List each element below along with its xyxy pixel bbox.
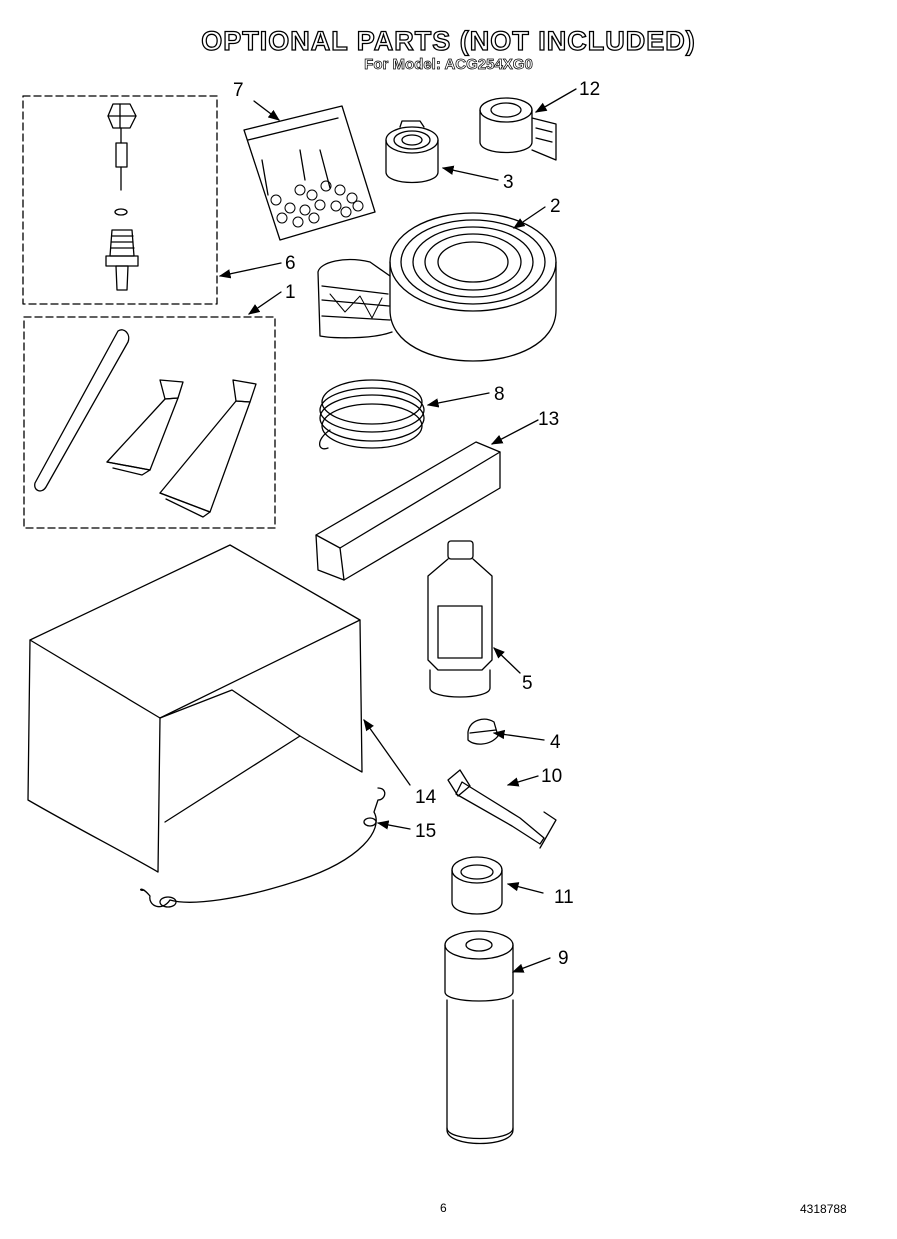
part-5-bottle <box>427 540 493 698</box>
callout-6: 6 <box>285 253 296 274</box>
callout-1: 1 <box>285 282 296 303</box>
callout-13: 13 <box>538 409 559 430</box>
model-subtitle: For Model: ACG254XG0 <box>364 56 533 74</box>
page-title: OPTIONAL PARTS (NOT INCLUDED) <box>201 25 696 56</box>
callout-15: 15 <box>415 821 436 842</box>
part-9-can <box>444 930 514 1145</box>
part-8-coil <box>318 379 425 450</box>
part-13-foam-strip <box>315 441 501 581</box>
callout-4: 4 <box>550 732 561 753</box>
part-7-hardware-bag <box>243 105 376 241</box>
callout-numbers: 1 2 3 4 5 6 7 8 9 10 11 12 13 14 15 <box>233 79 600 969</box>
callout-10: 10 <box>541 766 562 787</box>
callout-12: 12 <box>579 79 600 100</box>
part-14-cover <box>27 544 363 873</box>
callout-2: 2 <box>550 196 561 217</box>
document-code: 4318788 <box>800 1202 847 1216</box>
part-12-tape-roll <box>479 97 557 161</box>
callout-7: 7 <box>233 80 244 101</box>
part-6-valve-kit <box>22 95 218 305</box>
part-3-tape-roll-small <box>385 120 439 184</box>
page-number: 6 <box>440 1201 447 1215</box>
callout-5: 5 <box>522 673 533 694</box>
callout-14: 14 <box>415 787 437 808</box>
leader-lines <box>218 88 577 973</box>
part-10-tube <box>447 769 557 849</box>
callout-11: 11 <box>554 887 574 908</box>
part-2-foam-tape-roll <box>317 212 557 362</box>
callout-3: 3 <box>503 172 514 193</box>
callout-8: 8 <box>494 384 505 405</box>
part-15-strap <box>139 787 386 908</box>
part-1-sealant-kit <box>23 316 276 529</box>
part-11-sleeve <box>451 856 503 915</box>
part-4-cap <box>467 718 499 745</box>
callout-9: 9 <box>558 948 569 969</box>
